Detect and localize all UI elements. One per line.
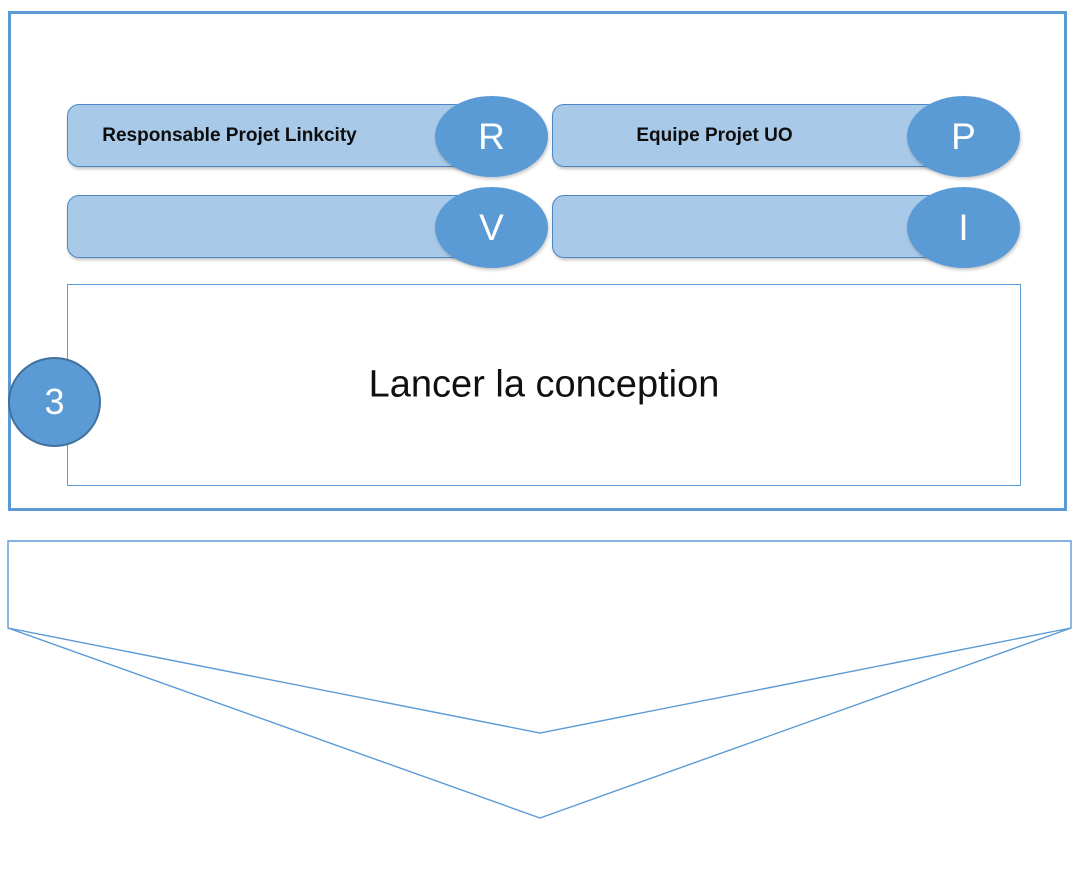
role-bar-label: Equipe Projet UO bbox=[636, 124, 793, 146]
activity-title: Lancer la conception bbox=[368, 363, 720, 406]
step-number-badge[interactable]: 3 bbox=[8, 357, 101, 447]
down-chevron-arrow-icon bbox=[7, 540, 1072, 819]
role-bar-label: Responsable Projet Linkcity bbox=[102, 124, 357, 146]
raci-badge-p[interactable]: P bbox=[907, 96, 1020, 177]
process-frame: Responsable Projet Linkcity Equipe Proje… bbox=[8, 11, 1067, 511]
raci-badge-r[interactable]: R bbox=[435, 96, 548, 177]
role-bar-empty-left[interactable] bbox=[67, 195, 478, 258]
chevron-shape bbox=[7, 540, 1072, 819]
role-bar-equipe-projet-uo[interactable]: Equipe Projet UO bbox=[552, 104, 963, 167]
raci-badge-i[interactable]: I bbox=[907, 187, 1020, 268]
role-bar-responsable-projet-linkcity[interactable]: Responsable Projet Linkcity bbox=[67, 104, 478, 167]
raci-badge-v[interactable]: V bbox=[435, 187, 548, 268]
role-bar-empty-right[interactable] bbox=[552, 195, 963, 258]
activity-box[interactable]: Lancer la conception bbox=[67, 284, 1021, 486]
chevron-inner-fold bbox=[7, 627, 1072, 734]
